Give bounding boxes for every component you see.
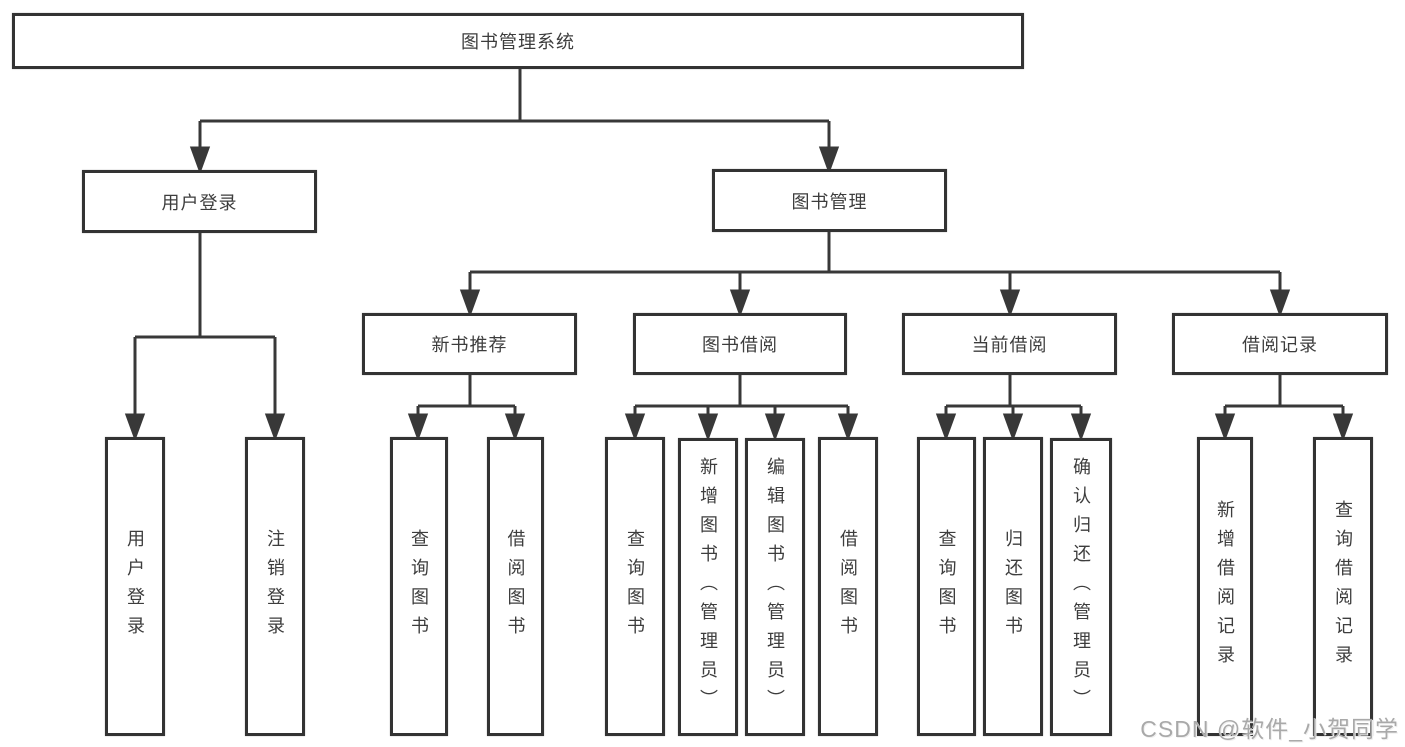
leaf-bb-add-book-label: 新增图书（管理员） [698,456,718,718]
node-root-label: 图书管理系统 [461,32,575,52]
leaf-nbr-query-book: 查询图书 [390,437,448,736]
leaf-cb-query-book: 查询图书 [917,437,976,736]
arrowhead-down [264,413,286,442]
leaf-cb-confirm-return: 确认归还（管理员） [1050,438,1112,736]
leaf-user-login: 用户登录 [105,437,165,736]
node-new-book-rec-label: 新书推荐 [431,335,508,355]
leaf-bb-borrow-book: 借阅图书 [818,437,878,736]
arrowhead-down [407,413,429,442]
arrowhead-down [1269,289,1291,318]
node-book-borrow: 图书借阅 [633,313,847,375]
leaf-br-query-record: 查询借阅记录 [1313,437,1373,736]
node-borrow-record-label: 借阅记录 [1242,335,1318,355]
node-book-mgmt: 图书管理 [712,169,947,232]
leaf-nbr-query-book-label: 查询图书 [409,528,429,645]
leaf-cb-return-book: 归还图书 [983,437,1043,736]
wires-book-mgmt-group [459,232,1291,318]
arrowhead-down [189,146,211,175]
arrowhead-down [459,289,481,318]
wires-user-login-group [124,233,286,442]
leaf-bb-edit-book-label: 编辑图书（管理员） [765,456,785,718]
node-user-login-label: 用户登录 [161,192,238,213]
arrowhead-down [1214,413,1236,442]
leaf-bb-query-book: 查询图书 [605,437,665,736]
node-borrow-record: 借阅记录 [1172,313,1388,375]
arrowhead-down [764,413,786,442]
wires-new-book-rec-group [407,375,526,442]
arrowhead-down [624,413,646,442]
node-user-login: 用户登录 [82,170,317,233]
arrowhead-down [999,289,1021,318]
arrowhead-down [124,413,146,442]
leaf-br-add-record: 新增借阅记录 [1197,437,1253,736]
csdn-watermark: CSDN @软件_小贺同学 [1140,716,1399,742]
arrowhead-down [1002,413,1024,442]
leaf-bb-borrow-book-label: 借阅图书 [838,528,858,645]
node-current-borrow-label: 当前借阅 [971,335,1048,355]
leaf-bb-add-book: 新增图书（管理员） [678,438,738,736]
wires-current-borrow-group [935,375,1092,442]
leaf-user-login-label: 用户登录 [125,528,145,645]
leaf-nbr-borrow-book-label: 借阅图书 [505,528,526,645]
node-book-mgmt-label: 图书管理 [791,191,868,212]
arrowhead-down [1332,413,1354,442]
wires-root-to-level2 [189,69,840,175]
wires-book-borrow-group [624,375,859,442]
wires-borrow-record-group [1214,375,1354,442]
leaf-bb-query-book-label: 查询图书 [625,528,645,645]
arrowhead-down [1070,413,1092,442]
leaf-bb-edit-book: 编辑图书（管理员） [745,438,805,736]
arrowhead-down [837,413,859,442]
node-new-book-rec: 新书推荐 [362,313,577,375]
node-current-borrow: 当前借阅 [902,313,1117,375]
leaf-logout-label: 注销登录 [265,528,285,645]
arrowhead-down [935,413,957,442]
arrowhead-down [504,413,526,442]
arrowhead-down [729,289,751,318]
leaf-cb-query-book-label: 查询图书 [936,528,957,645]
leaf-nbr-borrow-book: 借阅图书 [487,437,544,736]
leaf-cb-confirm-return-label: 确认归还（管理员） [1071,456,1091,718]
node-root: 图书管理系统 [12,13,1024,69]
leaf-cb-return-book-label: 归还图书 [1003,528,1023,645]
leaf-br-query-record-label: 查询借阅记录 [1333,499,1353,674]
node-book-borrow-label: 图书借阅 [702,335,778,355]
arrowhead-down [818,146,840,175]
leaf-logout: 注销登录 [245,437,305,736]
arrowhead-down [697,413,719,442]
leaf-br-add-record-label: 新增借阅记录 [1215,499,1235,674]
